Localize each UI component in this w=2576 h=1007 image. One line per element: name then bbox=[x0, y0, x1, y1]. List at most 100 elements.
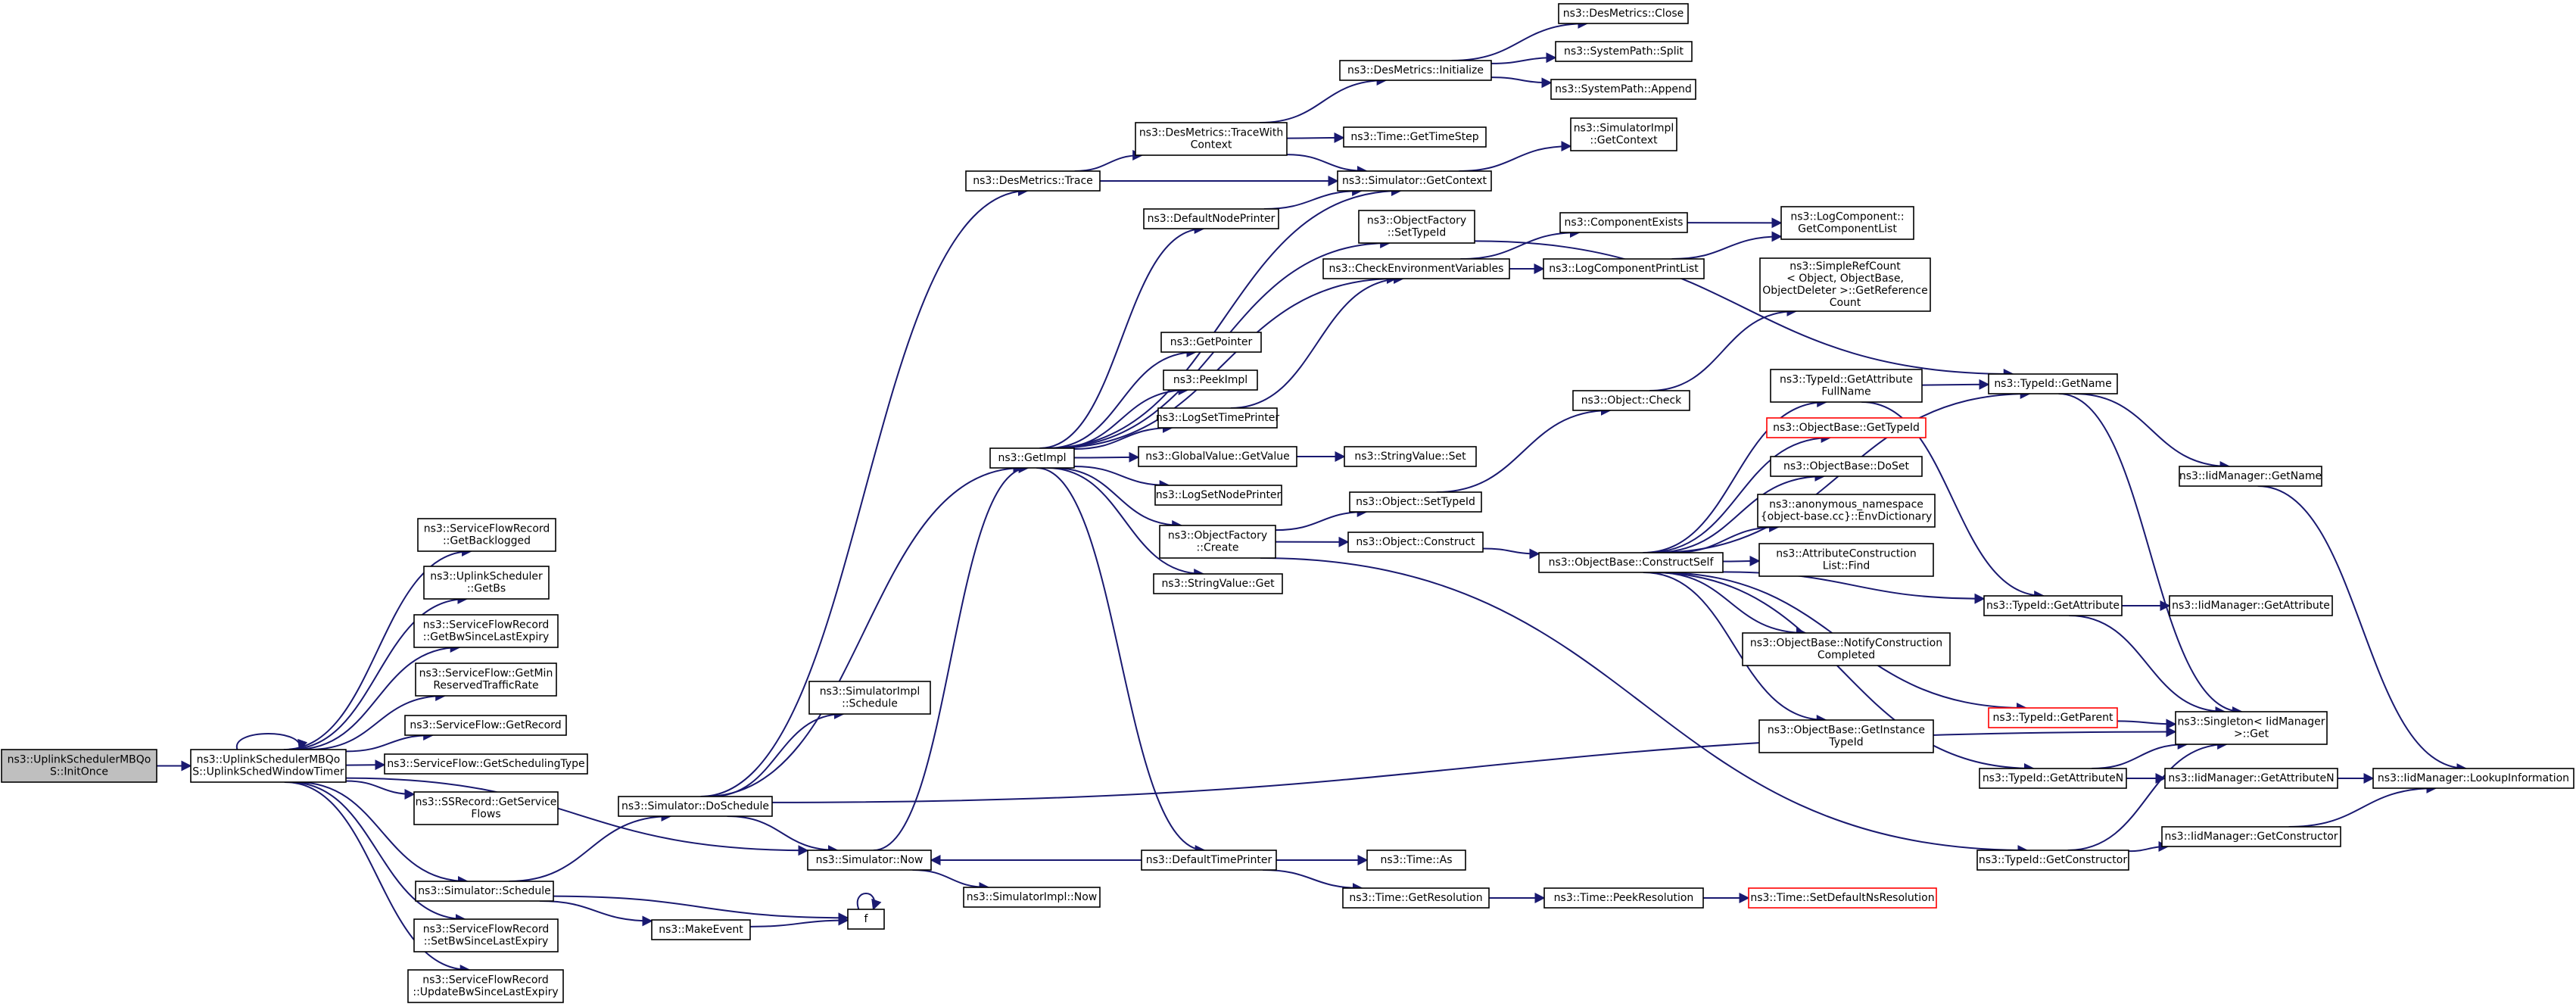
node-defaulttimeprinter[interactable]: ns3::DefaultTimePrinter bbox=[1141, 850, 1277, 871]
node-objectcheck[interactable]: ns3::Object::Check bbox=[1572, 390, 1690, 411]
node-label: ns3::UplinkScheduler bbox=[430, 571, 543, 583]
node-getrecord[interactable]: ns3::ServiceFlow::GetRecord bbox=[404, 715, 567, 736]
node-getbacklogged[interactable]: ns3::ServiceFlowRecord::GetBacklogged bbox=[417, 518, 556, 552]
node-timeas[interactable]: ns3::Time::As bbox=[1366, 850, 1466, 871]
node-box bbox=[1, 749, 157, 783]
node-logsettimeprinter[interactable]: ns3::LogSetTimePrinter bbox=[1156, 407, 1280, 429]
node-label: TypeId bbox=[1828, 737, 1863, 749]
node-typeidgetparent[interactable]: ns3::TypeId::GetParent bbox=[1988, 707, 2118, 728]
node-makeevent[interactable]: ns3::MakeEvent bbox=[651, 919, 751, 940]
node-box bbox=[1135, 122, 1288, 156]
node-f[interactable]: f bbox=[847, 909, 885, 930]
node-iidmanagergetconstructor[interactable]: ns3::IidManager::GetConstructor bbox=[2161, 826, 2341, 847]
node-simgetcontext[interactable]: ns3::Simulator::GetContext bbox=[1337, 170, 1492, 192]
node-label: Count bbox=[1830, 297, 1861, 309]
node-objectconstruct[interactable]: ns3::Object::Construct bbox=[1347, 532, 1484, 553]
node-simimplgetcontext[interactable]: ns3::SimulatorImpl::GetContext bbox=[1570, 117, 1677, 151]
node-getminreserved[interactable]: ns3::ServiceFlow::GetMinReservedTrafficR… bbox=[415, 662, 557, 697]
node-simimplschedule[interactable]: ns3::SimulatorImpl::Schedule bbox=[808, 681, 931, 715]
node-getbwsincelastexpiry[interactable]: ns3::ServiceFlowRecord::GetBwSinceLastEx… bbox=[413, 614, 559, 648]
node-box bbox=[965, 170, 1101, 192]
node-checkenvvars[interactable]: ns3::CheckEnvironmentVariables bbox=[1322, 258, 1510, 279]
node-constructself[interactable]: ns3::ObjectBase::ConstructSelf bbox=[1538, 552, 1724, 573]
node-label: ::SetBwSinceLastExpiry bbox=[424, 936, 549, 948]
node-setdefaultnsresolution[interactable]: ns3::Time::SetDefaultNsResolution bbox=[1748, 887, 1937, 909]
node-schedule[interactable]: ns3::Simulator::Schedule bbox=[415, 881, 554, 902]
node-timegetresolution[interactable]: ns3::Time::GetResolution bbox=[1342, 887, 1490, 909]
node-timepeekresolution[interactable]: ns3::Time::PeekResolution bbox=[1543, 887, 1704, 909]
node-componentexists[interactable]: ns3::ComponentExists bbox=[1559, 212, 1688, 233]
node-desmetricsclose[interactable]: ns3::DesMetrics::Close bbox=[1558, 3, 1689, 24]
node-stringvalueget[interactable]: ns3::StringValue::Get bbox=[1153, 573, 1283, 594]
node-singletonget[interactable]: ns3::Singleton< IidManager>::Get bbox=[2175, 711, 2328, 745]
node-box bbox=[1543, 258, 1705, 279]
node-desmetricstrace[interactable]: ns3::DesMetrics::Trace bbox=[965, 170, 1101, 192]
node-typeidgetattributen[interactable]: ns3::TypeId::GetAttributeN bbox=[1979, 768, 2127, 789]
edge-logcomponentprintlist-to-getcomponentlist bbox=[1671, 231, 1783, 260]
node-now[interactable]: ns3::Simulator::Now bbox=[807, 850, 932, 871]
node-getimpl[interactable]: ns3::GetImpl bbox=[989, 447, 1075, 469]
node-box bbox=[1748, 887, 1937, 909]
node-iidmanagergetattributen[interactable]: ns3::IidManager::GetAttributeN bbox=[2164, 768, 2338, 789]
node-peekimpl[interactable]: ns3::PeekImpl bbox=[1163, 369, 1258, 391]
node-box bbox=[1742, 632, 1951, 666]
node-envdictionary[interactable]: ns3::anonymous_namespace{object-base.cc}… bbox=[1757, 494, 1936, 528]
node-getbs[interactable]: ns3::UplinkScheduler::GetBs bbox=[423, 566, 550, 600]
node-box bbox=[2372, 768, 2574, 789]
edge-now-to-getimpl bbox=[873, 463, 1029, 851]
node-typeidgetconstructor[interactable]: ns3::TypeId::GetConstructor bbox=[1976, 850, 2129, 871]
node-label: Completed bbox=[1818, 650, 1875, 662]
node-systempathappend[interactable]: ns3::SystemPath::Append bbox=[1550, 79, 1696, 100]
node-simplerefcount[interactable]: ns3::SimpleRefCount< Object, ObjectBase,… bbox=[1759, 257, 1931, 312]
node-typeidgetname[interactable]: ns3::TypeId::GetName bbox=[1988, 373, 2118, 394]
node-logsetnodeprinter[interactable]: ns3::LogSetNodePrinter bbox=[1154, 485, 1282, 506]
node-doschedule[interactable]: ns3::Simulator::DoSchedule bbox=[618, 796, 773, 817]
edge-desmetricsinitialize-to-desmetricsclose bbox=[1451, 18, 1589, 61]
node-timegettimestep[interactable]: ns3::Time::GetTimeStep bbox=[1343, 126, 1487, 148]
node-defaultnodeprinter[interactable]: ns3::DefaultNodePrinter bbox=[1143, 208, 1279, 229]
node-objectsettypeid[interactable]: ns3::Object::SetTypeId bbox=[1349, 491, 1482, 513]
node-iidmanagergetname[interactable]: ns3::IidManager::GetName bbox=[2179, 466, 2322, 487]
node-lookupinformation[interactable]: ns3::IidManager::LookupInformation bbox=[2372, 768, 2574, 789]
node-getschedulingtype[interactable]: ns3::ServiceFlow::GetSchedulingType bbox=[384, 753, 588, 775]
node-globalvaluegetvalue[interactable]: ns3::GlobalValue::GetValue bbox=[1138, 446, 1297, 467]
node-label: ns3::ObjectFactory bbox=[1367, 215, 1466, 227]
node-box bbox=[423, 566, 550, 600]
node-objectbasegettypeid[interactable]: ns3::ObjectBase::GetTypeId bbox=[1766, 417, 1927, 438]
node-systempathsplit[interactable]: ns3::SystemPath::Split bbox=[1555, 41, 1693, 62]
node-notifyconstruction[interactable]: ns3::ObjectBase::NotifyConstructionCompl… bbox=[1742, 632, 1951, 666]
node-box bbox=[1979, 768, 2127, 789]
node-box bbox=[651, 919, 751, 940]
node-label: ::SetTypeId bbox=[1388, 227, 1447, 239]
node-simimplnow[interactable]: ns3::SimulatorImpl::Now bbox=[963, 887, 1101, 908]
node-objectfactorycreate[interactable]: ns3::ObjectFactory::Create bbox=[1159, 525, 1276, 559]
node-objectfactorysettypeid[interactable]: ns3::ObjectFactory::SetTypeId bbox=[1358, 210, 1475, 244]
node-setbwsincelastexpiry[interactable]: ns3::ServiceFlowRecord::SetBwSinceLastEx… bbox=[413, 918, 559, 952]
node-desmetricsinitialize[interactable]: ns3::DesMetrics::Initialize bbox=[1339, 60, 1492, 81]
node-typeidgetattribute[interactable]: ns3::TypeId::GetAttribute bbox=[1983, 595, 2123, 616]
node-box bbox=[1160, 332, 1262, 353]
node-objectbasedoset[interactable]: ns3::ObjectBase::DoSet bbox=[1770, 456, 1923, 477]
node-updatebwsincelastexpiry[interactable]: ns3::ServiceFlowRecord::UpdateBwSinceLas… bbox=[407, 969, 564, 1003]
node-uswt[interactable]: ns3::UplinkSchedulerMBQoS::UplinkSchedWi… bbox=[190, 749, 347, 783]
node-label: ns3::StringValue::Set bbox=[1354, 450, 1466, 463]
node-label: ::GetBacklogged bbox=[443, 535, 531, 547]
edge-objectfactorycreate-to-objectsettypeid bbox=[1275, 507, 1368, 532]
node-label: ns3::LogSetNodePrinter bbox=[1156, 489, 1282, 501]
node-box bbox=[1550, 79, 1696, 100]
edge-getimpl-to-checkenvvars bbox=[1051, 273, 1398, 449]
edge-doschedule-to-simimplschedule bbox=[711, 709, 845, 797]
node-box bbox=[1570, 117, 1677, 151]
node-stringvalueset[interactable]: ns3::StringValue::Set bbox=[1344, 446, 1477, 467]
node-logcomponentprintlist[interactable]: ns3::LogComponentPrintList bbox=[1543, 258, 1705, 279]
node-getcomponentlist[interactable]: ns3::LogComponent::GetComponentList bbox=[1780, 206, 1914, 240]
node-label: ns3::ObjectFactory bbox=[1168, 530, 1267, 542]
node-getpointer[interactable]: ns3::GetPointer bbox=[1160, 332, 1262, 353]
node-iidmanagergetattribute[interactable]: ns3::IidManager::GetAttribute bbox=[2169, 595, 2333, 616]
